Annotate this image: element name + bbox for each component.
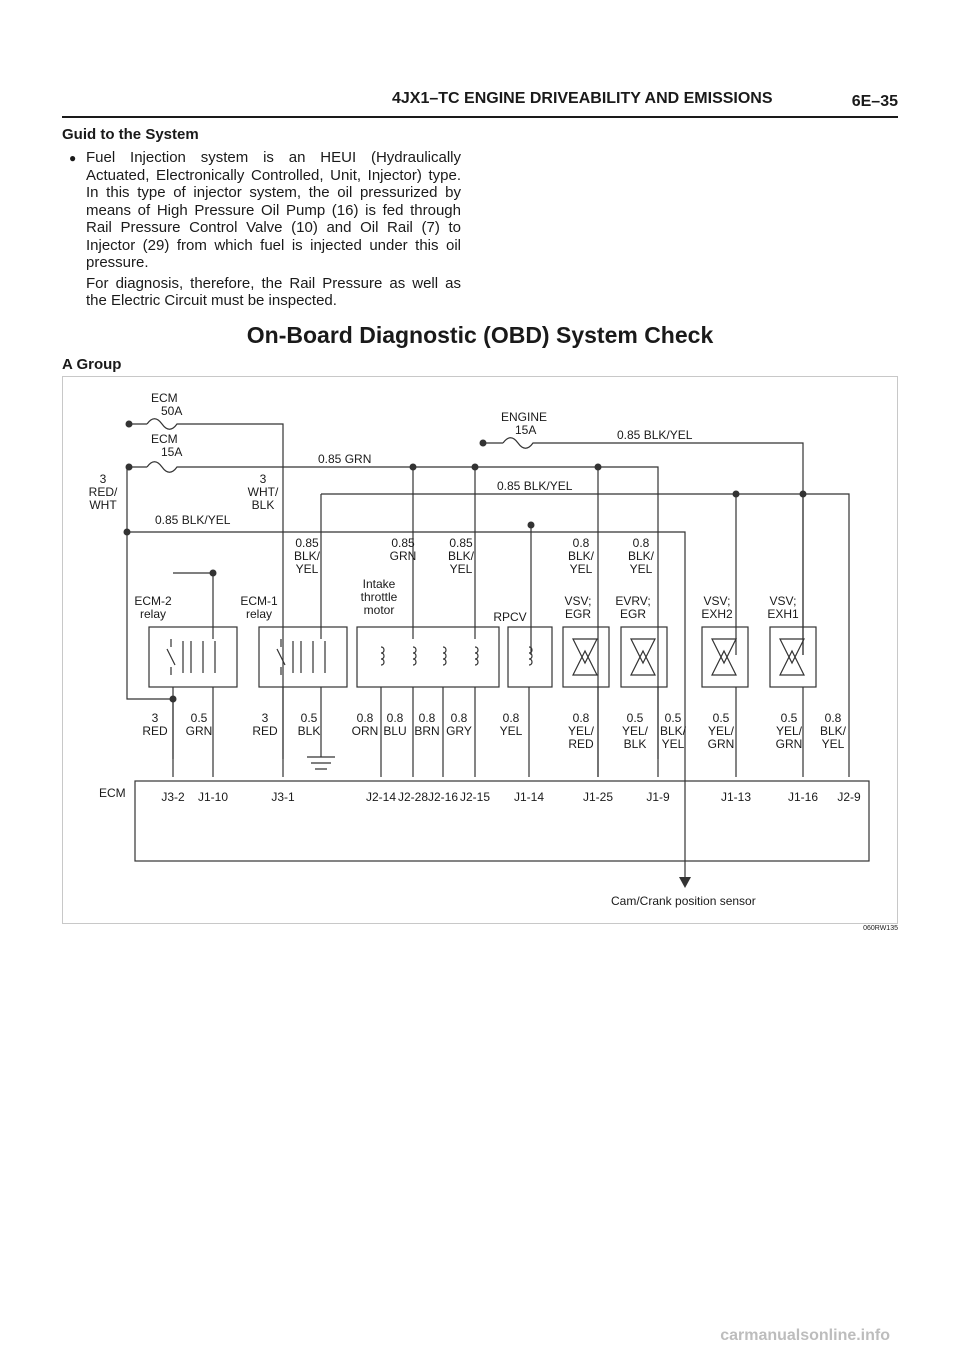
rpcv-label: RPCV [493,610,526,624]
vsv-exh1-label: VSV;EXH1 [767,594,799,621]
watermark-footer: carmanualsonline.info [720,1327,890,1344]
ecm-pin-label: J1-14 [514,790,544,804]
ecm-pin-label: J1-13 [721,790,751,804]
ecm-pin-label: J2-14 [366,790,396,804]
ecm-pin-label: J1-16 [788,790,818,804]
guide-paragraph-1: Fuel Injection system is an HEUI (Hydrau… [86,149,461,271]
wire-blkyel-mid-label: 0.85 BLK/YEL [497,479,573,493]
wire-blkyel-left-label: 0.85 BLK/YEL [155,513,231,527]
group-label: A Group [62,356,122,373]
ecm-pin-label: J1-10 [198,790,228,804]
ecm-pin-label: J2-15 [460,790,490,804]
splice-dots [123,420,807,703]
section-heading: Guid to the System [62,126,199,143]
ecm-pin-label: J2-9 [837,790,861,804]
guide-text: ● Fuel Injection system is an HEUI (Hydr… [69,149,461,310]
figure-id: 060RW135 [863,925,898,932]
ecm-pin-label: J3-2 [161,790,185,804]
vsv-exh2-label: VSV;EXH2 [701,594,733,621]
sensor-arrow-icon [679,877,691,888]
ecm-pin-label: J2-16 [428,790,458,804]
wire-lines [126,418,870,877]
ecm-pin-label: J1-9 [646,790,670,804]
ecm-pin-label: J2-28 [398,790,428,804]
ecm-pin-label: J1-25 [583,790,613,804]
header-title: 4JX1–TC ENGINE DRIVEABILITY AND EMISSION… [392,90,773,107]
ecm-pin-label: J3-1 [271,790,295,804]
guide-paragraph-2: For diagnosis, therefore, the Rail Press… [86,274,461,310]
ecm-label: ECM [99,786,126,800]
page-number: 6E–35 [851,93,898,110]
page-title: On-Board Diagnostic (OBD) System Check [246,322,714,348]
sensor-label: Cam/Crank position sensor [611,894,756,908]
vsv-egr-label: VSV;EGR [565,594,592,621]
header-rule [62,116,898,118]
wire-grn-label: 0.85 GRN [318,452,371,466]
wire-blkyel-top-label: 0.85 BLK/YEL [617,428,693,442]
evrv-egr-label: EVRV;EGR [615,594,650,621]
bullet-icon: ● [69,151,77,165]
